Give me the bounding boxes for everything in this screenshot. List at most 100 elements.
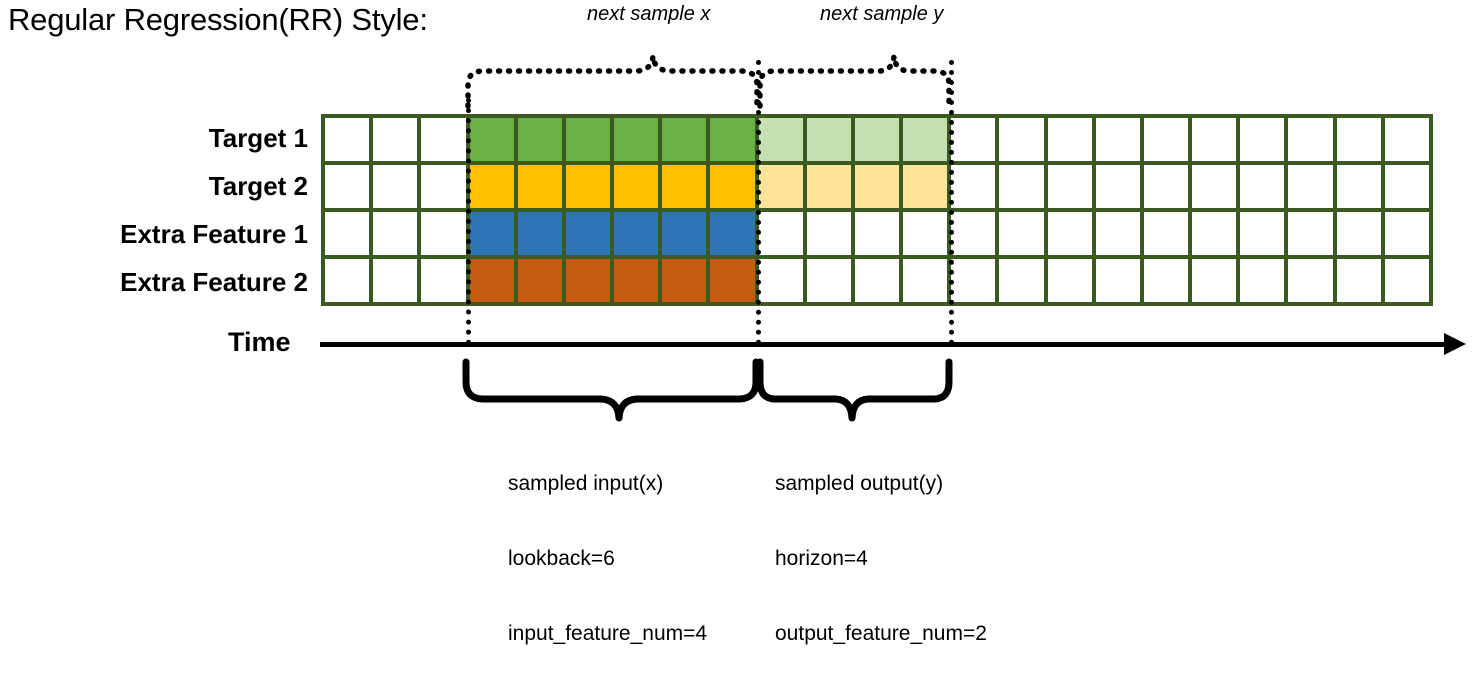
dotted-brace-next-sample-y [757,53,952,109]
grid-cell-r1-c10 [758,118,803,161]
grid-cell-r1-c22 [1336,118,1381,161]
grid-cell-r3-c9 [710,212,755,255]
grid-cell-r3-c10 [758,212,803,255]
grid-cell-r4-c2 [373,259,418,302]
grid-cell-r1-c6 [565,118,611,161]
grid-cell-r2-c19 [1192,165,1237,208]
time-axis-label: Time [228,327,291,357]
grid-cell-r2-c23 [1384,165,1429,208]
grid-cell-r4-c6 [565,259,611,302]
grid-cell-r4-c23 [1384,259,1429,302]
grid-cell-r3-c19 [1192,212,1237,255]
grid-cell-r4-c17 [1095,259,1140,302]
grid-cell-r3-c14 [951,212,996,255]
grid-cell-r1-c5 [517,118,562,161]
grid-cell-r1-c19 [1192,118,1237,161]
brace-sampled-output [756,358,953,422]
grid-cell-r1-c8 [662,118,707,161]
grid-cell-r2-c6 [565,165,611,208]
grid-cell-r1-c2 [373,118,418,161]
grid-cell-r2-c9 [710,165,755,208]
grid-cell-r3-c5 [517,212,562,255]
grid-cell-r2-c20 [1240,165,1285,208]
time-axis-line [320,342,1453,347]
grid-cell-r3-c4 [469,212,514,255]
page-title: Regular Regression(RR) Style: [8,2,428,37]
caption-sampled-output-line3: output_feature_num=2 [775,622,987,645]
drop-line-input-start [466,98,471,345]
grid-cell-r4-c3 [421,259,466,302]
grid-cell-r2-c18 [1143,165,1189,208]
row-label-target-1: Target 1 [208,123,308,153]
grid-cell-r2-c5 [517,165,562,208]
grid-cell-r4-c20 [1240,259,1285,302]
grid-cell-r3-c6 [565,212,611,255]
row-label-extra-feature-2: Extra Feature 2 [120,267,308,297]
grid-cell-r2-c13 [903,165,948,208]
grid-cell-r4-c22 [1336,259,1381,302]
grid-cell-r2-c21 [1288,165,1333,208]
grid-cell-r3-c8 [662,212,707,255]
grid-cell-r1-c7 [614,118,659,161]
grid-cell-r4-c16 [1047,259,1092,302]
grid-cell-r4-c4 [469,259,514,302]
grid-cell-r3-c12 [854,212,900,255]
grid-cell-r4-c12 [854,259,900,302]
grid-cell-r1-c17 [1095,118,1140,161]
right-arrow-icon [1444,333,1466,355]
row-label-extra-feature-1: Extra Feature 1 [120,219,308,249]
grid-cell-r4-c18 [1143,259,1189,302]
grid-cell-r1-c18 [1143,118,1189,161]
grid-cell-r1-c20 [1240,118,1285,161]
caption-sampled-input: sampled input(x) lookback=6 input_featur… [508,421,707,696]
grid-cell-r3-c7 [614,212,659,255]
caption-sampled-output: sampled output(y) horizon=4 output_featu… [775,421,987,696]
grid-cell-r4-c19 [1192,259,1237,302]
grid-cell-r2-c7 [614,165,659,208]
grid-cell-r3-c13 [903,212,948,255]
grid-cell-r3-c17 [1095,212,1140,255]
grid-cell-r2-c16 [1047,165,1092,208]
grid-cell-r3-c18 [1143,212,1189,255]
grid-cell-r3-c16 [1047,212,1092,255]
grid-cell-r4-c10 [758,259,803,302]
grid-cell-r3-c2 [373,212,418,255]
grid-cell-r2-c1 [325,165,370,208]
grid-cell-r3-c22 [1336,212,1381,255]
grid-cell-r1-c11 [806,118,851,161]
caption-sampled-output-line2: horizon=4 [775,547,868,570]
annotation-next-sample-y: next sample y [820,3,944,25]
grid-cell-r1-c12 [854,118,900,161]
grid-cell-r2-c2 [373,165,418,208]
grid-cell-r4-c7 [614,259,659,302]
grid-cell-r2-c17 [1095,165,1140,208]
grid-cell-r4-c13 [903,259,948,302]
caption-sampled-input-line3: input_feature_num=4 [508,622,708,645]
dotted-brace-next-sample-x [465,53,760,109]
grid-cell-r2-c4 [469,165,514,208]
grid-cell-r2-c15 [999,165,1044,208]
grid-cell-r2-c8 [662,165,707,208]
grid-cell-r4-c8 [662,259,707,302]
grid-cell-r2-c14 [951,165,996,208]
grid-cell-r1-c15 [999,118,1044,161]
grid-cell-r2-c3 [421,165,466,208]
grid-cell-r3-c23 [1384,212,1429,255]
grid-cell-r4-c9 [710,259,755,302]
grid-cell-r2-c10 [758,165,803,208]
drop-line-output-end [949,60,954,345]
drop-line-input-end [756,60,761,345]
grid-cell-r4-c5 [517,259,562,302]
caption-sampled-output-line1: sampled output(y) [775,472,944,495]
grid-cell-r1-c16 [1047,118,1092,161]
grid-cell-r4-c15 [999,259,1044,302]
grid-cell-r4-c21 [1288,259,1333,302]
grid-cell-r3-c11 [806,212,851,255]
brace-sampled-input [462,358,760,422]
grid-cell-r1-c21 [1288,118,1333,161]
grid-cell-r3-c20 [1240,212,1285,255]
diagram-canvas: Regular Regression(RR) Style: next sampl… [8,2,1466,645]
grid-cell-r3-c15 [999,212,1044,255]
annotation-next-sample-x: next sample x [587,3,711,25]
grid-cell-r3-c21 [1288,212,1333,255]
